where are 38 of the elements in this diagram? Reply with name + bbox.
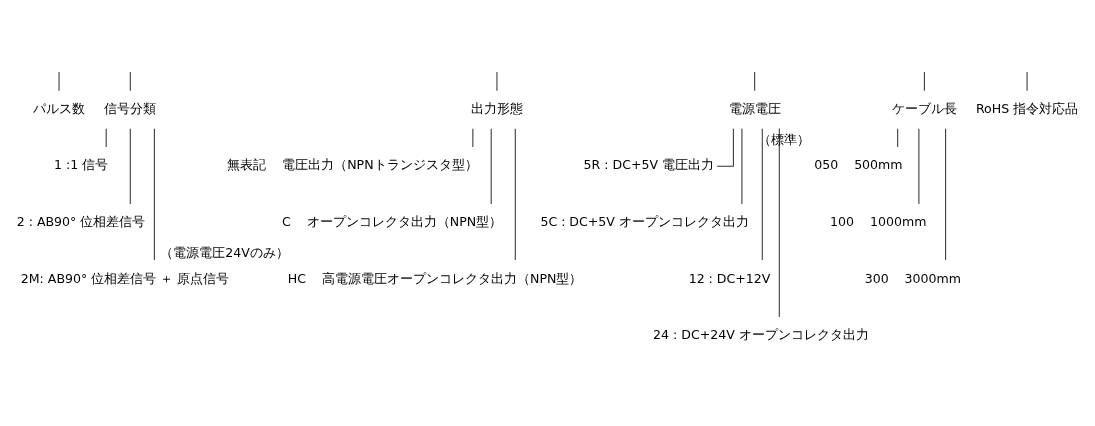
connector: [741, 128, 743, 205]
node-text: 300 3000mm: [864, 270, 962, 286]
node-text: 1 :1 信号: [53, 157, 109, 173]
connector: [945, 128, 947, 261]
node-text: ケーブル長: [891, 100, 957, 116]
node-text: 050 500mm: [814, 157, 903, 173]
connector: [897, 128, 899, 148]
connector: [153, 128, 155, 261]
node-text: 5R : DC+5V 電圧出力: [583, 157, 715, 173]
node-text: 2 : AB90° 位相差信号: [16, 214, 146, 230]
connector: [754, 71, 756, 92]
node-text: 2M: AB90° 位相差信号 ＋ 原点信号: [20, 270, 230, 286]
node-text: 5C : DC+5V オープンコレクタ出力: [540, 214, 749, 230]
node-text: 信号分類: [104, 100, 157, 116]
connector: [129, 71, 131, 92]
connector: [761, 128, 763, 261]
node-text: RoHS 指令対応品: [975, 100, 1079, 116]
connector: [716, 128, 734, 167]
node-text: 100 1000mm: [830, 214, 927, 230]
node-text: C オープンコレクタ出力（NPN型）: [282, 214, 503, 230]
connector: [918, 128, 920, 205]
node-text: 無表記 電圧出力（NPNトランジスタ型）: [227, 157, 478, 173]
node-label: （電源電圧24Vのみ）: [160, 244, 289, 260]
connector: [496, 71, 498, 92]
node-text: 出力形態: [470, 100, 523, 116]
connector: [923, 71, 925, 92]
node-text: パルス数: [33, 100, 86, 116]
node-text: 12 : DC+12V: [688, 270, 771, 286]
connector: [129, 128, 131, 205]
connector: [514, 128, 516, 261]
node-text: 24 : DC+24V オープンコレクタ出力: [653, 327, 869, 343]
connector: [490, 128, 492, 205]
connector: [778, 128, 780, 318]
node-text: HC 高電源電圧オープンコレクタ出力（NPN型）: [287, 270, 583, 286]
connector: [472, 128, 474, 148]
connector: [1026, 71, 1028, 92]
connector: [105, 128, 107, 148]
node-text: 電源電圧: [728, 100, 781, 116]
